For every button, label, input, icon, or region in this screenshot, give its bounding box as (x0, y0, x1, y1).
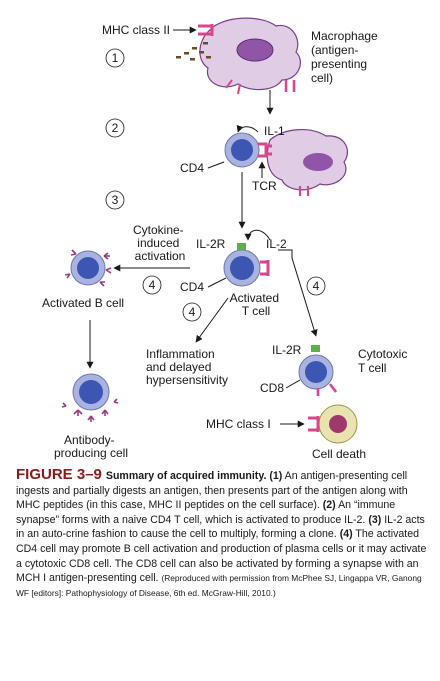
cytotoxic-t-cell (298, 354, 338, 396)
step-4-number: (4) (339, 528, 353, 541)
mhc-class-ii-label: MHC class II (102, 23, 170, 37)
tcr-label: TCR (252, 179, 277, 193)
mhc-class-ii-receptor (198, 24, 214, 36)
step-2-number: (2) (322, 499, 336, 512)
antigen-fragments (176, 42, 211, 61)
cd8-il2r-receptor (311, 345, 320, 352)
inflammation-label: Inflammation and delayed hypersensitivit… (146, 347, 228, 387)
macrophage-nucleus (236, 38, 274, 62)
step-2-marker: 2 (105, 118, 125, 138)
mhc-class-i-label: MHC class I (206, 417, 271, 431)
figure-label: FIGURE 3–9 (16, 466, 102, 483)
svg-text:2: 2 (112, 121, 119, 135)
naive-cd4-t-cell (224, 132, 260, 168)
cytotoxic-label: Cytotoxic T cell (358, 347, 411, 375)
macrophage-cell (198, 17, 301, 95)
cd4-label-1: CD4 (180, 161, 204, 175)
figure-title: Summary of acquired immunity. (105, 470, 267, 482)
activated-b-cell (64, 249, 112, 287)
acquired-immunity-diagram: MHC class II Macrophage (antigen- presen… (42, 17, 411, 461)
step-3-marker: 3 (105, 190, 125, 210)
activated-t-label: Activated T cell (230, 291, 283, 318)
svg-text:1: 1 (112, 51, 119, 65)
step-4-text: The activated CD4 cell may promote B cel… (16, 528, 427, 585)
activated-b-label: Activated B cell (42, 296, 124, 310)
antibody-producing-cell (61, 373, 119, 422)
step-4-marker-inflammation: 4 (182, 302, 202, 322)
il2r-label-2: IL-2R (272, 343, 302, 357)
cell-death-label: Cell death (312, 447, 366, 461)
step-1-number: (1) (269, 470, 283, 482)
svg-text:3: 3 (112, 193, 119, 207)
cd4-label-2: CD4 (180, 280, 204, 294)
macrophage-receptor (284, 80, 296, 92)
tcr-mhc-synapse (258, 142, 272, 158)
activated-t-tcr (260, 260, 270, 276)
cd8-label: CD8 (260, 381, 284, 395)
activated-t-cell (223, 249, 261, 287)
figure-credit: (Reproduced with permission from McPhee … (16, 573, 422, 598)
il2r-label-1: IL-2R (196, 237, 226, 251)
svg-text:4: 4 (313, 279, 320, 293)
il1-label: IL-1 (264, 124, 285, 138)
cytokine-label: Cytokine- induced activation (133, 223, 187, 263)
step-4-marker-b: 4 (142, 275, 162, 295)
svg-text:4: 4 (189, 305, 196, 319)
il2-label: IL-2 (266, 237, 287, 251)
synapse-macrophage (266, 129, 348, 196)
step-4-marker-cytotoxic: 4 (306, 276, 326, 296)
step-3-text: IL-2 acts in an auto-crine fashion to ca… (16, 513, 425, 541)
step-1-text: An antigen-presenting cell ingests and p… (16, 470, 408, 512)
step-2-text: An “immune synapse” forms with a naive C… (16, 499, 396, 526)
antibody-label: Antibody- producing cell (54, 433, 128, 460)
il2-autocrine-arrow (244, 229, 271, 241)
step-3-number: (3) (368, 513, 382, 526)
step-1-marker: 1 (105, 48, 125, 68)
il2r-receptor (237, 243, 246, 250)
svg-text:4: 4 (149, 278, 156, 292)
mhc-class-i-receptor (308, 416, 320, 432)
target-cell (318, 404, 358, 444)
macrophage-label: Macrophage (antigen- presenting cell) (311, 29, 381, 85)
